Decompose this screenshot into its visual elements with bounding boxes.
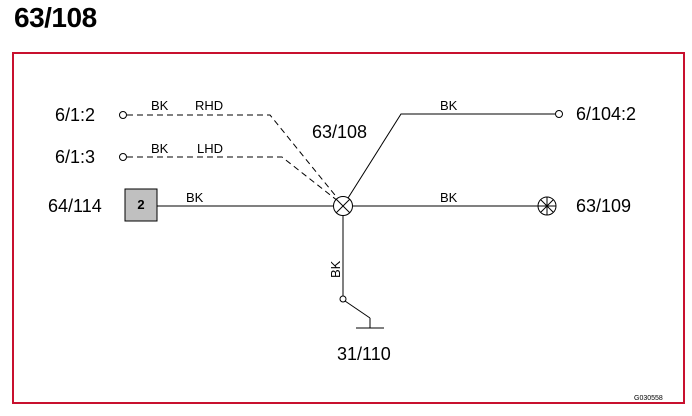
label-6-1-3: 6/1:3 xyxy=(55,147,95,167)
label-64-114: 64/114 xyxy=(48,196,102,216)
label-6-104-2: 6/104:2 xyxy=(576,104,636,124)
wire-rhd xyxy=(127,114,344,206)
wire-label-lhd-color: BK xyxy=(151,141,169,156)
connector-6-1-2-terminal xyxy=(119,111,127,119)
wire-label-rhd-color: BK xyxy=(151,98,169,113)
component-64-114-pin: 2 xyxy=(137,197,144,212)
ground-icon xyxy=(339,295,384,329)
page-title: 63/108 xyxy=(14,2,97,33)
wire-label-right: BK xyxy=(440,190,458,205)
connector-6-104-2-terminal xyxy=(555,110,563,118)
label-63-109: 63/109 xyxy=(576,196,631,216)
wire-lhd xyxy=(127,156,344,206)
wire-label-lhd-variant: LHD xyxy=(197,141,223,156)
label-hub: 63/108 xyxy=(312,122,367,142)
wire-upper-right xyxy=(342,113,555,207)
component-64-114-box xyxy=(124,188,158,222)
wire-label-ground: BK xyxy=(328,260,343,278)
wire-label-rhd-variant: RHD xyxy=(195,98,223,113)
wire-label-left: BK xyxy=(186,190,204,205)
hub-splice-icon xyxy=(333,196,353,216)
connector-6-1-3-terminal xyxy=(119,153,127,161)
wire-label-upper-right: BK xyxy=(440,98,458,113)
label-31-110: 31/110 xyxy=(337,344,391,364)
figure-id: G030558 xyxy=(634,395,663,402)
lamp-icon xyxy=(537,196,557,216)
diagram-frame xyxy=(12,52,685,404)
label-6-1-2: 6/1:2 xyxy=(55,105,95,125)
